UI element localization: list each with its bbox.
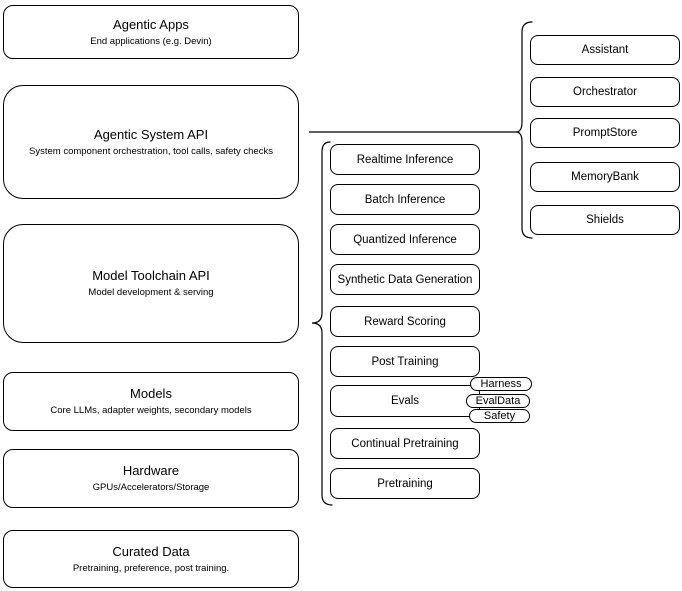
node-label: Orchestrator [573,86,637,98]
node-subtitle: GPUs/Accelerators/Storage [92,482,210,493]
node-label: Quantized Inference [353,233,457,246]
node-agentic-apps: Agentic Apps End applications (e.g. Devi… [3,5,299,59]
node-title: Agentic Apps [113,16,189,32]
node-promptstore: PromptStore [530,118,680,148]
node-label: PromptStore [572,127,638,139]
node-label: MemoryBank [571,171,639,183]
node-label: Reward Scoring [364,315,446,328]
node-label: Post Training [371,355,439,368]
node-realtime-inference: Realtime Inference [330,144,480,175]
node-continual-pretraining: Continual Pretraining [330,428,480,459]
node-label: Evals [390,395,420,407]
node-title: Curated Data [112,543,190,559]
node-title: Agentic System API [93,126,209,142]
tag-harness: Harness [470,377,532,391]
node-label: Batch Inference [364,193,446,206]
node-hardware: Hardware GPUs/Accelerators/Storage [3,449,299,508]
tag-label: Harness [480,378,522,390]
tag-label: Safety [483,410,516,422]
node-subtitle: End applications (e.g. Devin) [90,35,212,47]
node-assistant: Assistant [530,35,680,65]
node-post-training: Post Training [330,346,480,377]
node-label: Continual Pretraining [351,437,459,450]
node-synthetic-data-generation: Synthetic Data Generation [330,264,480,295]
tag-evaldata: EvalData [466,394,530,408]
node-models: Models Core LLMs, adapter weights, secon… [3,372,299,431]
node-subtitle: Pretraining, preference, post training. [72,562,230,574]
node-orchestrator: Orchestrator [530,77,680,107]
node-evals: Evals [330,385,480,417]
tag-label: EvalData [475,395,521,407]
toolchain-brace [311,141,333,506]
node-label: Shields [586,214,624,226]
node-label: Assistant [581,44,629,56]
tag-safety: Safety [469,409,530,423]
node-pretraining: Pretraining [330,468,480,499]
node-title: Model Toolchain API [92,268,210,283]
node-quantized-inference: Quantized Inference [330,224,480,255]
node-label: Synthetic Data Generation [337,273,473,286]
node-agentic-system-api: Agentic System API System component orch… [3,85,299,199]
node-shields: Shields [530,205,680,235]
node-label: Pretraining [377,477,433,490]
node-subtitle: System component orchestration, tool cal… [29,145,273,157]
node-label: Realtime Inference [356,153,454,166]
node-memorybank: MemoryBank [530,162,680,192]
node-title: Models [130,386,172,401]
node-reward-scoring: Reward Scoring [330,306,480,337]
node-curated-data: Curated Data Pretraining, preference, po… [3,530,299,588]
node-subtitle: Model development & serving [88,287,214,298]
node-model-toolchain-api: Model Toolchain API Model development & … [3,224,299,343]
node-title: Hardware [122,463,180,478]
node-subtitle: Core LLMs, adapter weights, secondary mo… [50,405,252,416]
node-batch-inference: Batch Inference [330,184,480,215]
